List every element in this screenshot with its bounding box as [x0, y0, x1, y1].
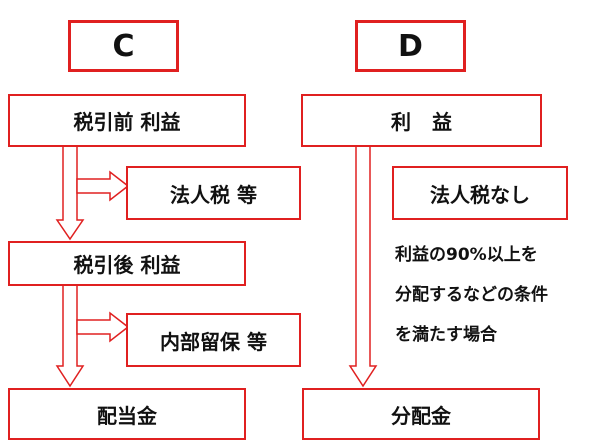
column-c-header-label: C — [112, 28, 135, 64]
column-d-header: D — [355, 20, 466, 72]
retained-earnings-label: 内部留保 等 — [160, 329, 267, 354]
dividend-label: 配当金 — [97, 403, 157, 428]
retained-earnings-box: 内部留保 等 — [126, 313, 301, 367]
no-corporate-tax-box: 法人税なし — [392, 166, 568, 220]
column-d-header-label: D — [398, 28, 423, 64]
distribution-label: 分配金 — [391, 403, 451, 428]
no-corporate-tax-label: 法人税なし — [430, 182, 530, 207]
profit-label: 利 益 — [391, 110, 452, 134]
corporate-tax-label: 法人税 等 — [170, 182, 257, 207]
column-c-header: C — [68, 20, 179, 72]
dividend-box: 配当金 — [8, 388, 246, 440]
corporate-tax-box: 法人税 等 — [126, 166, 301, 220]
condition-line-2: 分配するなどの条件 — [395, 285, 548, 305]
condition-line-3: を満たす場合 — [395, 325, 497, 345]
arrow-right-tax — [76, 170, 130, 202]
pretax-profit-label: 税引前 利益 — [73, 110, 181, 134]
condition-line-1: 利益の90%以上を — [395, 245, 538, 265]
arrow-right-retained — [76, 311, 130, 343]
arrow-down-d — [348, 145, 378, 388]
aftertax-profit-box: 税引後 利益 — [8, 241, 246, 286]
distribution-box: 分配金 — [302, 388, 540, 440]
profit-box: 利 益 — [301, 94, 542, 147]
aftertax-profit-label: 税引後 利益 — [73, 253, 181, 277]
arrow-down-c2 — [55, 284, 85, 388]
arrow-down-c1 — [55, 145, 85, 241]
pretax-profit-box: 税引前 利益 — [8, 94, 246, 147]
